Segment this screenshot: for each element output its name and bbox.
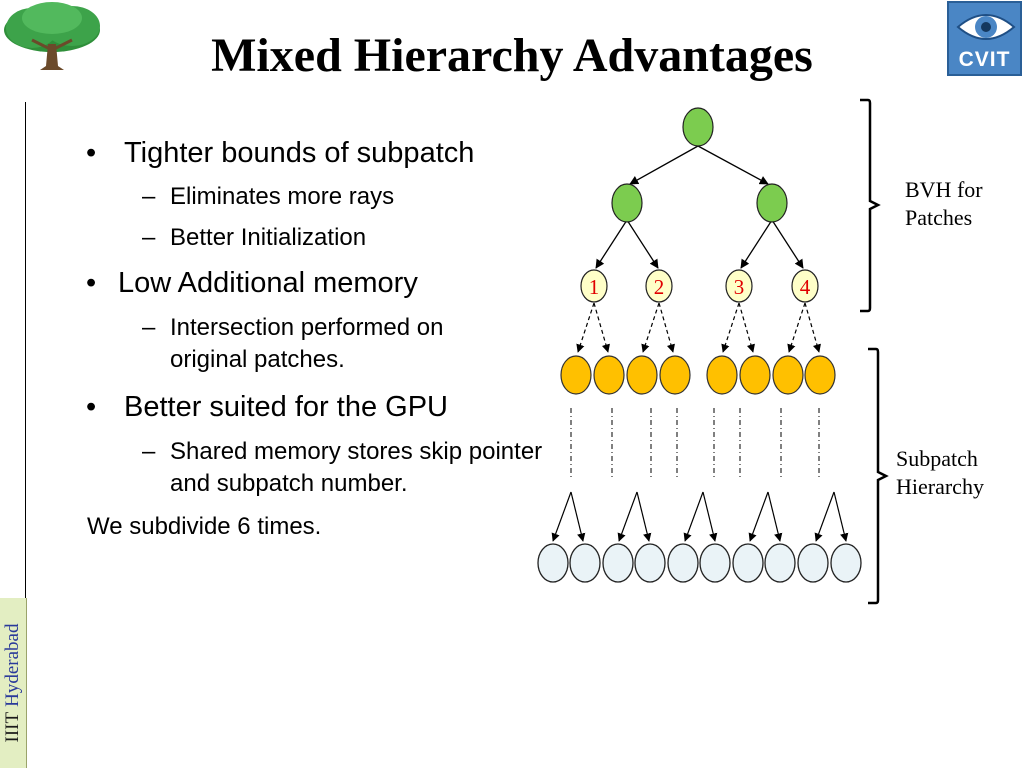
sub-bullet-item: Intersection performed on original patch… [170, 314, 444, 373]
sub-bullet-mark: – [142, 224, 156, 251]
leaf-label: 4 [800, 275, 811, 299]
patch-nodes [560, 355, 836, 395]
bvh-bracket-label: BVH for Patches [905, 176, 983, 232]
subpatch-node [699, 543, 731, 583]
bullet-mark: • [86, 391, 97, 423]
bullet-mark: • [86, 137, 97, 169]
sub-bullet-mark: – [142, 183, 156, 210]
footer-note: We subdivide 6 times. [87, 513, 322, 540]
bvh-edges [595, 145, 804, 269]
patch-node [706, 355, 738, 395]
leaf-label: 1 [589, 275, 600, 299]
eye-icon [956, 14, 1016, 40]
ellipsis-lines [570, 408, 820, 480]
subpatch-bracket-label-line: Subpatch [896, 446, 978, 471]
bvh-leaf-node [580, 269, 608, 303]
bvh-nodes [611, 107, 788, 223]
subpatch-node [764, 543, 796, 583]
bvh-internal-node [611, 183, 643, 223]
side-band: IIIT Hyderabad [0, 598, 27, 768]
bvh-bracket [860, 98, 881, 313]
bvh-leaf-node [645, 269, 673, 303]
bullet-item: Better suited for the GPU [124, 391, 448, 423]
sub-bullet-mark: – [142, 314, 156, 341]
subpatch-node [667, 543, 699, 583]
subpatch-node [537, 543, 569, 583]
bullet-item: Tighter bounds of subpatch [124, 137, 475, 169]
sub-bullet-item: Better Initialization [170, 224, 367, 251]
subpatch-bracket-label: Subpatch Hierarchy [896, 445, 984, 501]
subpatch-node [732, 543, 764, 583]
bvh-leaf-node [725, 269, 753, 303]
bvh-internal-node [756, 183, 788, 223]
subpatch-nodes [537, 543, 862, 583]
leaf-label: 2 [654, 275, 665, 299]
side-label-city: Hyderabad [2, 623, 23, 707]
subpatch-node [569, 543, 601, 583]
bvh-leaf-node [791, 269, 819, 303]
bvh-leaf-labels: 1 2 3 4 [589, 275, 811, 299]
bvh-root-node [682, 107, 714, 147]
slide-title: Mixed Hierarchy Advantages [211, 29, 813, 82]
patch-node [739, 355, 771, 395]
patch-edges [576, 302, 821, 353]
bullet-item: Low Additional memory [118, 267, 418, 299]
patch-node [804, 355, 836, 395]
sub-bullet-item: Eliminates more rays [170, 183, 395, 210]
subpatch-node [602, 543, 634, 583]
sub-bullet-item: Shared memory stores skip pointer and su… [170, 438, 543, 497]
bullet-mark: • [86, 267, 97, 299]
tree-logo [4, 2, 100, 70]
sub-bullet-mark: – [142, 438, 156, 465]
subpatch-node [830, 543, 862, 583]
subpatch-bracket-label-line: Hierarchy [896, 474, 984, 499]
bvh-leaf-nodes [580, 269, 819, 303]
patch-node [560, 355, 592, 395]
patch-node [593, 355, 625, 395]
patch-node [772, 355, 804, 395]
subpatch-edges [551, 491, 849, 542]
patch-node [659, 355, 691, 395]
side-divider [25, 102, 26, 598]
patch-node [626, 355, 658, 395]
bvh-bracket-label-line: Patches [905, 205, 973, 230]
subpatch-bracket [868, 347, 889, 605]
side-label-institute: IIIT [2, 711, 23, 743]
cvit-logo: CVIT [947, 1, 1022, 76]
cvit-logo-text: CVIT [958, 48, 1011, 71]
leaf-label: 3 [734, 275, 745, 299]
subpatch-node [797, 543, 829, 583]
side-label: IIIT Hyderabad [0, 598, 26, 768]
subpatch-node [634, 543, 666, 583]
bvh-bracket-label-line: BVH for [905, 177, 983, 202]
